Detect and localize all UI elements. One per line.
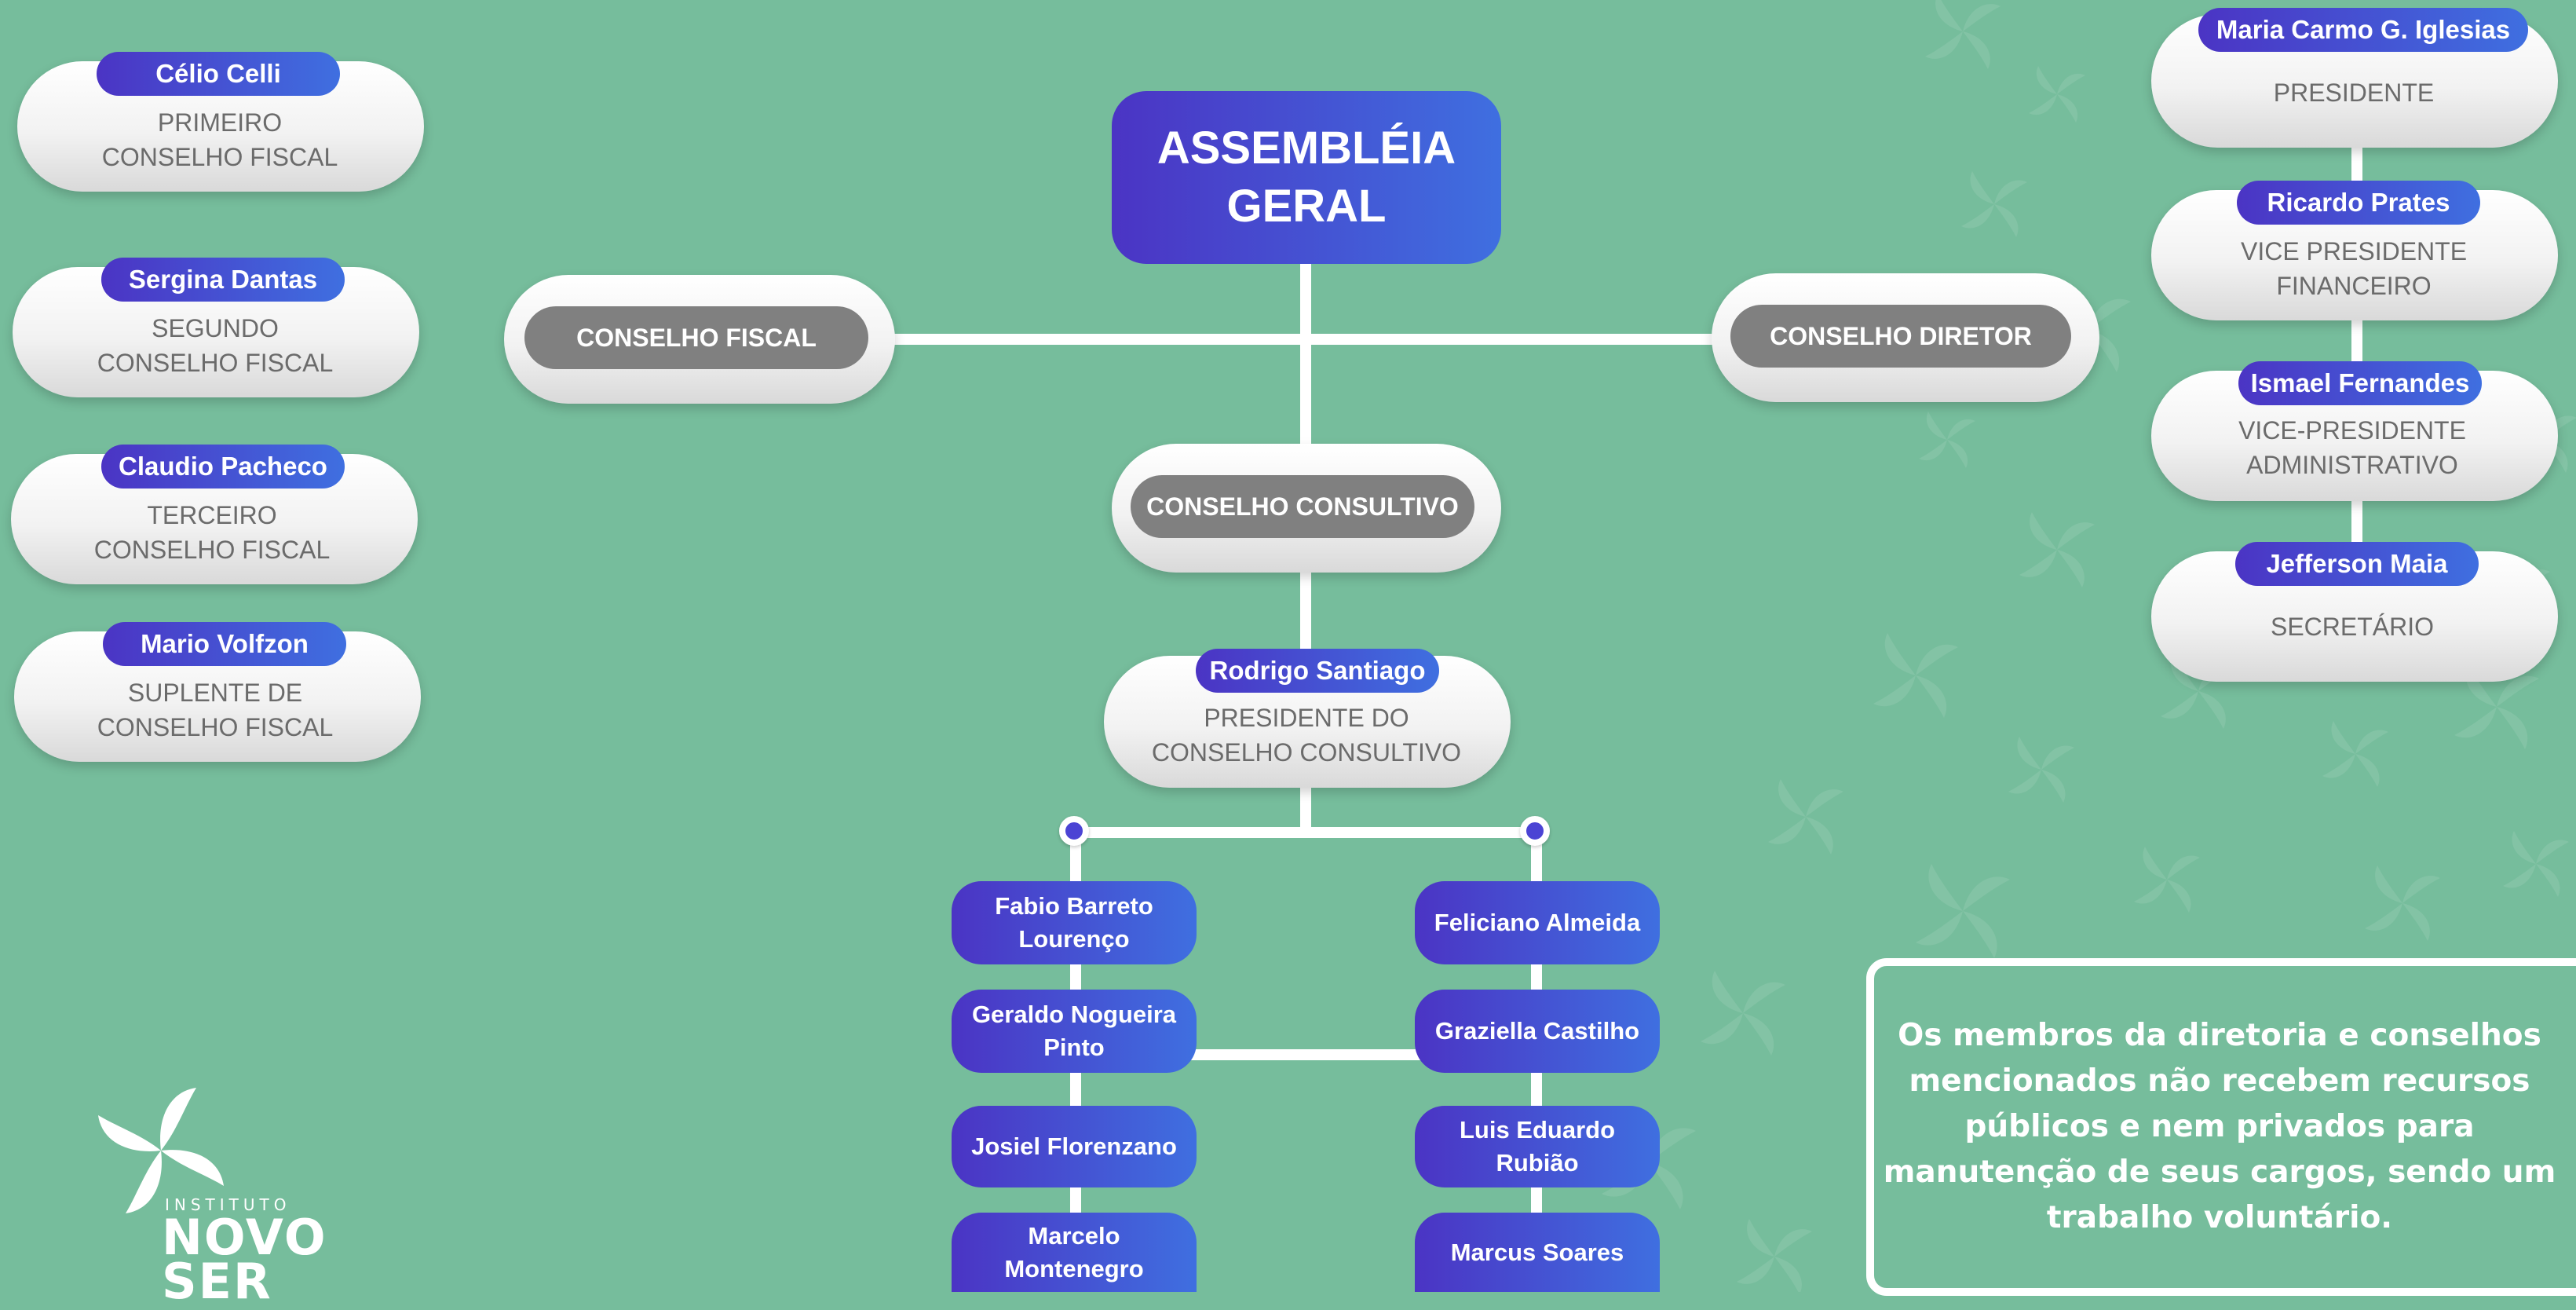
consultive-member: Josiel Florenzano: [952, 1106, 1197, 1187]
consultive-member: Luis Eduardo Rubião: [1415, 1106, 1660, 1187]
director-member-name: Jefferson Maia: [2235, 542, 2479, 586]
pinwheel-icon: [98, 1088, 224, 1213]
fiscal-member-role: SEGUNDO CONSELHO FISCAL: [97, 314, 334, 377]
junction-dot: [1059, 816, 1089, 846]
fiscal-member-role: SUPLENTE DE CONSELHO FISCAL: [97, 679, 334, 741]
fiscal-member-name: Sergina Dantas: [101, 258, 345, 302]
director-member-role: PRESIDENTE: [2273, 79, 2435, 107]
consultive-member: Marcelo Montenegro: [952, 1213, 1197, 1292]
assembly-box: ASSEMBLÉIA GERAL: [1112, 91, 1501, 264]
director-member-role: SECRETÁRIO: [2270, 613, 2435, 641]
consultive-president-name: Rodrigo Santiago: [1196, 649, 1439, 693]
consultive-president-role: PRESIDENTE DO CONSELHO CONSULTIVO: [1151, 704, 1462, 767]
fiscal-member-name: Mario Volfzon: [103, 622, 346, 666]
director-member-name: Ismael Fernandes: [2238, 361, 2482, 405]
fiscal-member-name: Claudio Pacheco: [101, 445, 345, 489]
consultive-member: Geraldo Nogueira Pinto: [952, 990, 1197, 1073]
fiscal-member-role: TERCEIRO CONSELHO FISCAL: [93, 501, 331, 564]
consultive-member: Graziella Castilho: [1415, 990, 1660, 1073]
consultive-member: Fabio Barreto Lourenço: [952, 881, 1197, 964]
director-council-label: CONSELHO DIRETOR: [1730, 305, 2071, 368]
director-member-name: Ricardo Prates: [2237, 181, 2480, 225]
consultive-member: Feliciano Almeida: [1415, 881, 1660, 964]
fiscal-member-role: PRIMEIRO CONSELHO FISCAL: [101, 108, 338, 171]
director-member-role: VICE-PRESIDENTE ADMINISTRATIVO: [2238, 416, 2466, 479]
fiscal-council-label: CONSELHO FISCAL: [524, 306, 868, 369]
director-member-name: Maria Carmo G. Iglesias: [2198, 8, 2528, 52]
notice-text: Os membros da diretoria e conselhos menc…: [1883, 1018, 2556, 1235]
logo-text-bottom: NOVO SER: [162, 1209, 327, 1310]
director-member-role: VICE PRESIDENTE FINANCEIRO: [2240, 237, 2468, 300]
junction-dot: [1520, 816, 1550, 846]
consultive-member: Marcus Soares: [1415, 1213, 1660, 1292]
logo-text-top: INSTITUTO: [165, 1195, 291, 1214]
consultive-council-label: CONSELHO CONSULTIVO: [1131, 475, 1474, 538]
fiscal-member-name: Célio Celli: [97, 52, 340, 96]
